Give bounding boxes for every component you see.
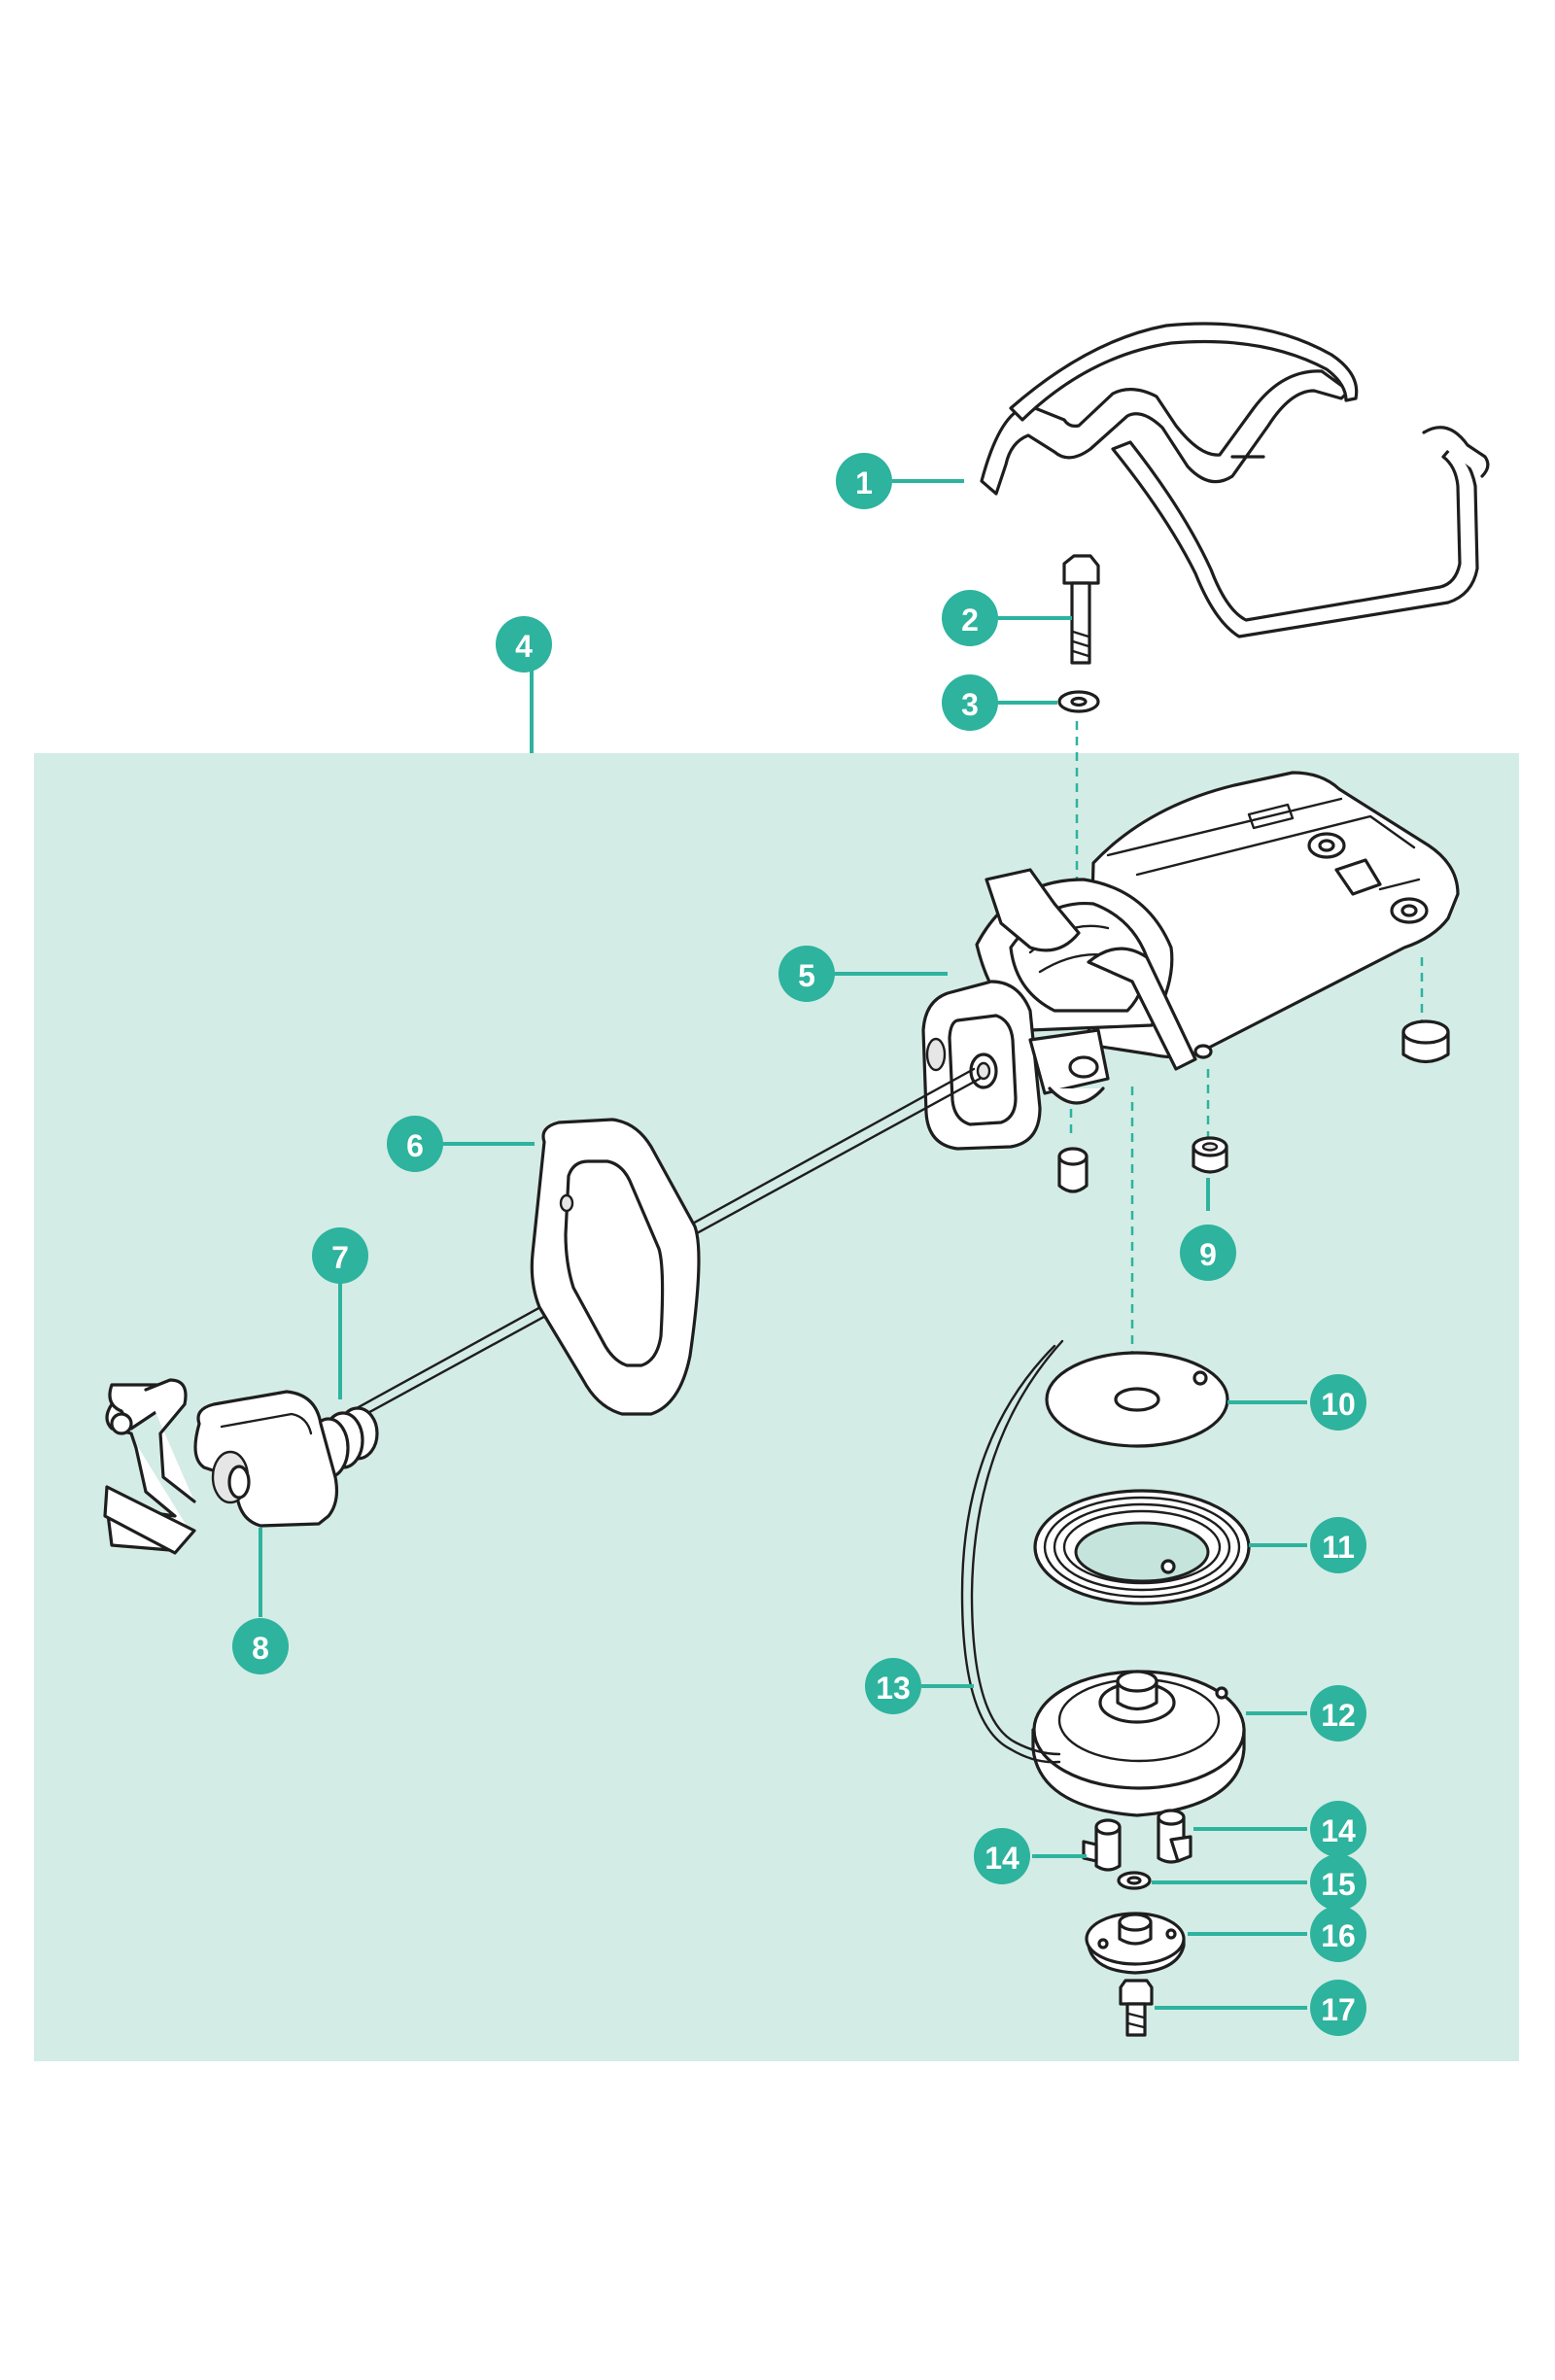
callout-7: 7 (312, 1227, 368, 1284)
callout-13-label: 13 (876, 1671, 911, 1706)
bolt-part (1062, 554, 1100, 665)
callout-3: 3 (942, 674, 998, 731)
callout-4: 4 (496, 616, 552, 673)
callout-14-left-label: 14 (985, 1841, 1019, 1876)
callout-12-label: 12 (1321, 1698, 1356, 1733)
callout-9-label: 9 (1199, 1237, 1217, 1272)
callout-15: 15 (1310, 1854, 1366, 1911)
callout-2: 2 (942, 590, 998, 646)
callout-1: 1 (836, 453, 892, 509)
ratchet-plate-part (1085, 1912, 1186, 1975)
handle-grip-part (530, 1118, 701, 1416)
rope-clip-part (103, 1378, 196, 1555)
callout-7-label: 7 (331, 1240, 349, 1275)
callout-1-label: 1 (855, 466, 873, 500)
starter-housing-part (921, 771, 1460, 1151)
callout-6-label: 6 (406, 1128, 424, 1163)
callout-14-left: 14 (974, 1828, 1030, 1884)
callout-11-label: 11 (1322, 1530, 1355, 1565)
callout-12: 12 (1310, 1685, 1366, 1742)
callout-4-label: 4 (515, 629, 533, 664)
callout-15-label: 15 (1321, 1867, 1356, 1902)
pawl-part-right (1157, 1809, 1192, 1864)
pull-handle-part (193, 1390, 339, 1528)
callout-11: 11 (1310, 1517, 1366, 1573)
small-washer-part (1117, 1871, 1152, 1890)
loose-cord-part (960, 1339, 1064, 1764)
rope-pulley-part (1031, 1670, 1246, 1817)
leader-lines (259, 479, 1307, 2010)
screw-part (1119, 1979, 1154, 2037)
pawl-part-left (1082, 1818, 1122, 1872)
callout-17: 17 (1310, 1980, 1366, 2036)
washer-part (1057, 690, 1100, 713)
callout-9: 9 (1180, 1224, 1236, 1281)
callout-14-right-label: 14 (1321, 1813, 1356, 1848)
callout-5-label: 5 (798, 958, 815, 993)
callout-13: 13 (865, 1658, 921, 1714)
callout-16: 16 (1310, 1906, 1366, 1962)
callout-3-label: 3 (961, 687, 979, 722)
disc-part (1045, 1351, 1229, 1448)
callout-2-label: 2 (961, 603, 979, 638)
handle-guard-part (980, 322, 1490, 638)
bushing-parts (1057, 1019, 1450, 1193)
callout-6: 6 (387, 1116, 443, 1172)
callout-17-label: 17 (1321, 1992, 1356, 2027)
callout-10-label: 10 (1321, 1387, 1356, 1422)
callout-5: 5 (778, 946, 835, 1002)
callout-16-label: 16 (1321, 1918, 1356, 1953)
recoil-spring-part (1033, 1489, 1251, 1605)
callout-14-right: 14 (1310, 1801, 1366, 1857)
callout-8: 8 (232, 1618, 289, 1674)
callout-8-label: 8 (252, 1631, 269, 1666)
callout-10: 10 (1310, 1374, 1366, 1431)
